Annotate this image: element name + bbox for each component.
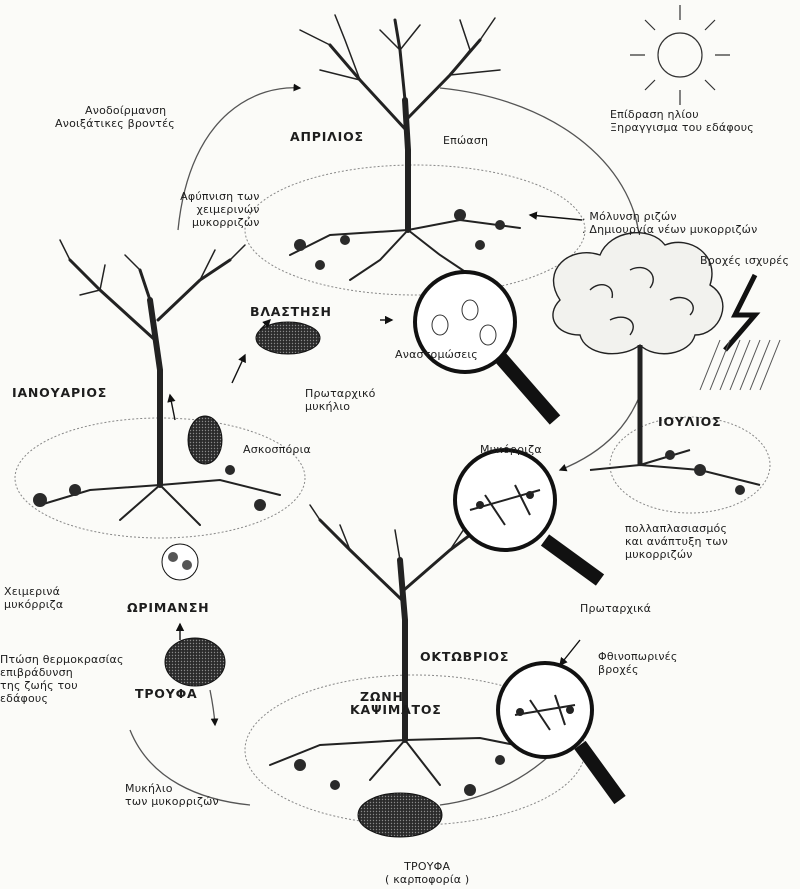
magnifier-mycorrhiza	[455, 450, 600, 580]
label-mycorrhiza: Μυκόρριζα	[480, 443, 542, 456]
label-winter-mycorrhiza: Χειμερινά μυκόρριζα	[4, 585, 63, 611]
process-arrows	[170, 215, 582, 665]
label-awakening: Αφύπνιση των χειμερινών μυκορριζών	[180, 190, 260, 229]
label-primary: Πρωταρχικά	[580, 602, 651, 615]
label-root-infection: . Μόλυνση ριζών . Δημιουργία νέων μυκορρ…	[582, 210, 757, 236]
label-truffle-fruiting: ΤΡΟΥΦΑ ( καρποφορία )	[385, 860, 469, 886]
label-burn-zone: ΖΩΝΗ ΚΑΨΙΜΑΤΟΣ	[350, 690, 442, 716]
label-heavy-rain: Βροχές ισχυρές	[700, 254, 789, 267]
sun-icon	[630, 5, 730, 105]
label-sprouting: Επώαση	[443, 134, 488, 147]
label-autumn-rain: Φθινοπωρινές βροχές	[598, 650, 677, 676]
label-april: ΑΠΡΙΛΙΟΣ	[290, 130, 364, 143]
label-january: ΙΑΝΟΥΑΡΙΟΣ	[12, 386, 107, 399]
label-ascospores: Ασκοσπόρια	[243, 443, 311, 456]
tree-april	[290, 15, 520, 280]
label-blastesi: ΒΛΑΣΤΗΣΗ	[250, 305, 332, 318]
label-july: ΙΟΥΛΙΟΣ	[658, 415, 721, 428]
label-truffle: ΤΡΟΥΦΑ	[135, 687, 197, 700]
label-multiplication: πολλαπλασιασμός και ανάπτυξη των μυκορρι…	[625, 522, 728, 561]
label-sun-effect: Επίδραση ηλίου Ξηραγγισμα του εδάφους	[610, 108, 754, 134]
label-ripening: ΩΡΙΜΑΝΣΗ	[127, 601, 209, 614]
label-primary-mycelium: Πρωταρχικό μυκήλιο	[305, 387, 376, 413]
tree-july	[553, 233, 760, 485]
label-mycelium-mycorrhiza: Μυκήλιο των μυκορριζών	[125, 782, 219, 808]
label-october: ΟΚΤΩΒΡΙΟΣ	[420, 650, 509, 663]
magnifier-anastomoses	[415, 272, 555, 420]
tree-january	[40, 240, 280, 525]
lightning-icon	[725, 275, 755, 350]
rain-icon	[700, 340, 780, 390]
label-anastomoses: Αναστομώσεις	[395, 348, 478, 361]
label-temp-drop: Πτώση θερμοκρασίας επιβράδυνση της ζωής …	[0, 653, 124, 705]
label-rain-thunder: Ανοδοίρμανση Ανοιξάτικες βροντές	[55, 104, 175, 130]
